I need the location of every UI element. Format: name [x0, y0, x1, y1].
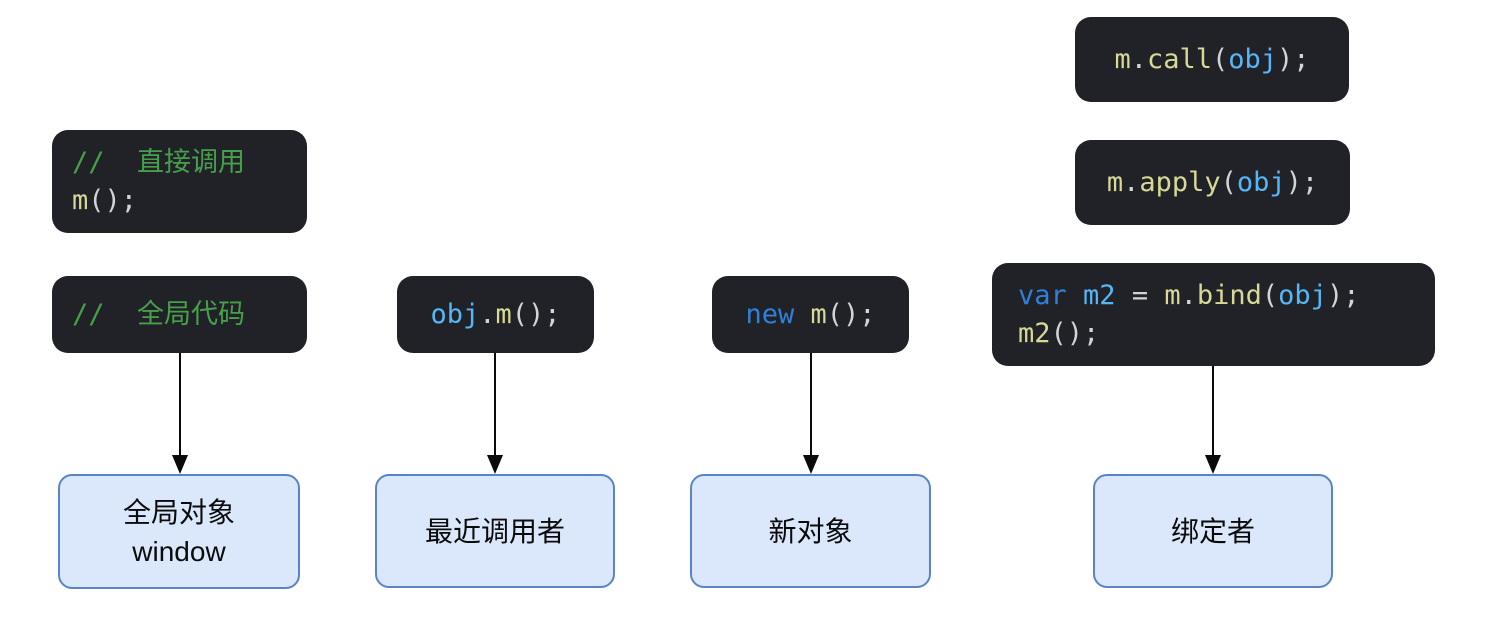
result-label-line1: 全局对象 [122, 496, 235, 528]
punctuation-token: (); [511, 298, 561, 330]
function-token: bind [1196, 279, 1262, 311]
code-box-new-call: new m(); [712, 276, 909, 353]
space-token [1067, 280, 1083, 311]
code-line: new m(); [745, 296, 875, 334]
arrow-bind-to-binder [1205, 366, 1221, 474]
code-line: obj.m(); [430, 296, 560, 334]
arrowhead-down-icon [803, 455, 819, 474]
code-box-bind-method: var m2 = m.bind(obj); m2(); [992, 263, 1435, 366]
comment-token: // 直接调用 [72, 146, 246, 178]
arrowhead-down-icon [487, 455, 503, 474]
variable-token: obj [1228, 43, 1278, 75]
punctuation-token: . [1123, 166, 1140, 198]
arrowhead-down-icon [1205, 455, 1221, 474]
code-line-call: m(); [72, 182, 137, 220]
code-box-call-method: m.call(obj); [1075, 17, 1349, 102]
punctuation-token: ( [1212, 43, 1229, 75]
space-token [794, 299, 810, 330]
result-label: 新对象 [768, 515, 853, 547]
result-box-binder: 绑定者 [1093, 474, 1333, 588]
function-token: m [1106, 166, 1124, 198]
code-line-comment: // 全局代码 [72, 296, 245, 334]
code-box-obj-method-call: obj.m(); [397, 276, 594, 353]
function-token: apply [1139, 166, 1221, 198]
code-line: m.apply(obj); [1107, 164, 1318, 202]
result-box-global-object: 全局对象 window [58, 474, 300, 589]
arrowhead-down-icon [172, 455, 188, 474]
result-label: 绑定者 [1170, 515, 1255, 547]
arrow-new-call-to-new-object [803, 353, 819, 474]
punctuation-token: ( [1220, 166, 1237, 198]
function-token: m [495, 298, 512, 330]
punctuation-token: . [1180, 279, 1197, 311]
result-label-line2: window [132, 535, 226, 567]
keyword-token: var [1018, 279, 1067, 311]
punctuation-token: ( [1261, 279, 1279, 311]
result-label: 最近调用者 [424, 515, 565, 547]
punctuation-token: (); [88, 184, 138, 216]
arrow-line [494, 353, 496, 455]
punctuation-token: . [1130, 43, 1147, 75]
function-token: m [810, 298, 827, 330]
code-box-direct-call: // 直接调用 m(); [52, 130, 307, 233]
arrow-obj-call-to-caller [487, 353, 503, 474]
code-line-invoke: m2(); [1018, 315, 1099, 353]
arrow-line [810, 353, 812, 455]
punctuation-token: (); [826, 298, 876, 330]
result-box-new-object: 新对象 [690, 474, 931, 588]
arrow-line [1212, 366, 1214, 455]
punctuation-token: . [479, 298, 496, 330]
arrow-line [179, 353, 181, 455]
variable-token: obj [430, 298, 480, 330]
variable-token: obj [1236, 166, 1286, 198]
punctuation-token: (); [1050, 317, 1100, 349]
punctuation-token: ); [1285, 166, 1319, 198]
arrow-global-code-to-window [172, 353, 188, 474]
function-token: m [72, 184, 89, 216]
result-box-recent-caller: 最近调用者 [375, 474, 615, 588]
code-line: m.call(obj); [1114, 41, 1309, 79]
punctuation-token: ); [1277, 43, 1310, 75]
code-line-bind: var m2 = m.bind(obj); [1018, 277, 1359, 315]
comment-token: // 全局代码 [72, 298, 246, 330]
code-line-comment: // 直接调用 [72, 144, 245, 182]
operator-token: = [1115, 279, 1165, 311]
code-box-global-code: // 全局代码 [52, 276, 307, 353]
keyword-token: new [745, 298, 795, 330]
function-token: call [1146, 43, 1212, 75]
variable-token: m2 [1083, 279, 1116, 311]
function-token: m [1114, 43, 1131, 75]
code-box-apply-method: m.apply(obj); [1075, 140, 1350, 225]
function-token: m [1164, 279, 1181, 311]
variable-token: obj [1278, 279, 1327, 311]
function-token: m2 [1018, 317, 1051, 349]
punctuation-token: ); [1326, 279, 1360, 311]
